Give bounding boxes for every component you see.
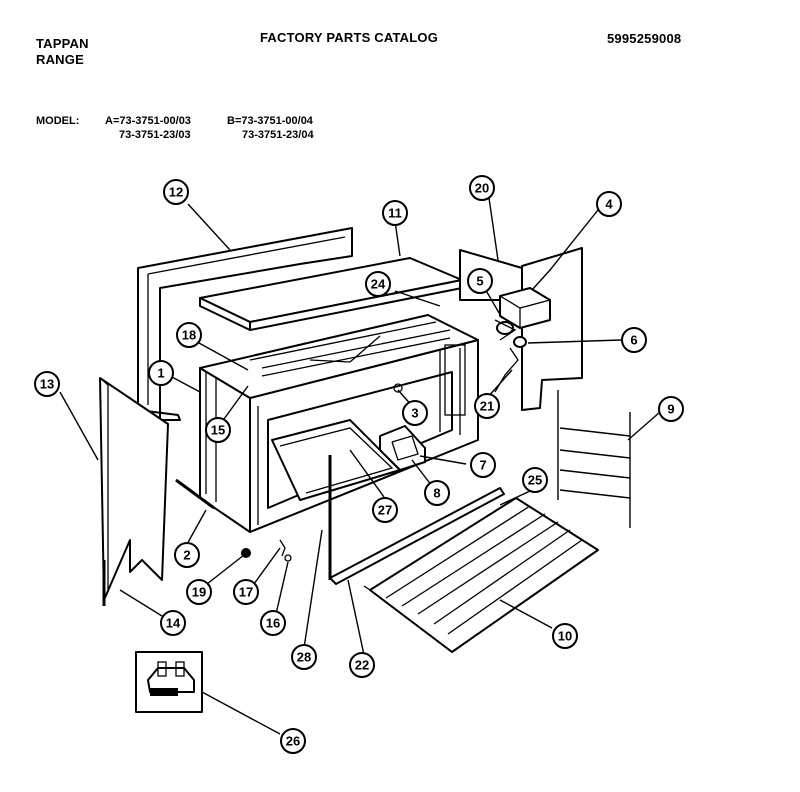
- brand-label: TAPPAN: [36, 36, 89, 51]
- svg-text:16: 16: [266, 616, 280, 631]
- svg-text:2: 2: [183, 548, 190, 563]
- svg-text:10: 10: [558, 629, 572, 644]
- svg-text:4: 4: [605, 197, 613, 212]
- svg-text:25: 25: [528, 473, 542, 488]
- callout-4: 4: [596, 191, 622, 217]
- model-label: MODEL:: [36, 115, 80, 127]
- svg-text:17: 17: [239, 585, 253, 600]
- model-b-line1: B=73-3751-00/04: [227, 115, 313, 127]
- callout-6: 6: [621, 327, 647, 353]
- svg-text:26: 26: [286, 734, 300, 749]
- svg-text:27: 27: [378, 503, 392, 518]
- callout-28: 28: [291, 644, 317, 670]
- callout-26: 26: [280, 728, 306, 754]
- callout-21: 21: [474, 393, 500, 419]
- small-hardware: [241, 539, 292, 562]
- callout-15: 15: [205, 417, 231, 443]
- callout-16: 16: [260, 610, 286, 636]
- top-panel: [199, 257, 463, 331]
- callout-11: 11: [382, 200, 408, 226]
- callout-24: 24: [365, 271, 391, 297]
- model-a-line1: A=73-3751-00/03: [105, 115, 191, 127]
- svg-text:13: 13: [40, 377, 54, 392]
- callout-25: 25: [522, 467, 548, 493]
- svg-text:8: 8: [433, 486, 440, 501]
- callout-7: 7: [470, 452, 496, 478]
- svg-text:15: 15: [211, 423, 225, 438]
- model-a-line2: 73-3751-23/03: [119, 129, 191, 141]
- callout-22: 22: [349, 652, 375, 678]
- spark-ignitor: [494, 319, 527, 348]
- svg-text:24: 24: [371, 277, 386, 292]
- callout-27: 27: [372, 497, 398, 523]
- bracket-assembly: [379, 425, 426, 471]
- catalog-number: 5995259008: [607, 31, 682, 46]
- svg-text:1: 1: [157, 366, 164, 381]
- svg-text:6: 6: [630, 333, 637, 348]
- svg-text:3: 3: [411, 406, 418, 421]
- callout-10: 10: [552, 623, 578, 649]
- svg-text:28: 28: [297, 650, 311, 665]
- inset-detail-box: [135, 651, 203, 713]
- product-label: RANGE: [36, 52, 84, 67]
- callout-leaders: [59, 197, 661, 735]
- bracket-box: [499, 287, 551, 329]
- svg-text:19: 19: [192, 585, 206, 600]
- callout-18: 18: [176, 322, 202, 348]
- callout-14: 14: [160, 610, 186, 636]
- callout-9: 9: [658, 396, 684, 422]
- left-side-panel: [99, 377, 169, 601]
- callout-19: 19: [186, 579, 212, 605]
- callout-20: 20: [469, 175, 495, 201]
- callout-3: 3: [402, 400, 428, 426]
- model-b-line2: 73-3751-23/04: [242, 129, 314, 141]
- callout-2: 2: [174, 542, 200, 568]
- svg-text:5: 5: [476, 274, 483, 289]
- callout-1: 1: [148, 360, 174, 386]
- svg-text:7: 7: [479, 458, 486, 473]
- svg-text:14: 14: [166, 616, 181, 631]
- catalog-title: FACTORY PARTS CATALOG: [260, 30, 439, 45]
- svg-text:22: 22: [355, 658, 369, 673]
- callout-5: 5: [467, 268, 493, 294]
- svg-text:9: 9: [667, 402, 674, 417]
- callout-12: 12: [163, 179, 189, 205]
- svg-text:21: 21: [480, 399, 494, 414]
- svg-text:11: 11: [388, 206, 402, 221]
- callout-17: 17: [233, 579, 259, 605]
- callout-13: 13: [34, 371, 60, 397]
- svg-text:20: 20: [475, 181, 489, 196]
- svg-text:18: 18: [182, 328, 196, 343]
- oven-rack: [363, 497, 599, 653]
- callout-8: 8: [424, 480, 450, 506]
- door-trim: [175, 478, 215, 510]
- rear-back-panel: [137, 227, 353, 421]
- rack-support: [557, 390, 631, 528]
- svg-text:12: 12: [169, 185, 183, 200]
- front-trim-rail: [329, 487, 505, 585]
